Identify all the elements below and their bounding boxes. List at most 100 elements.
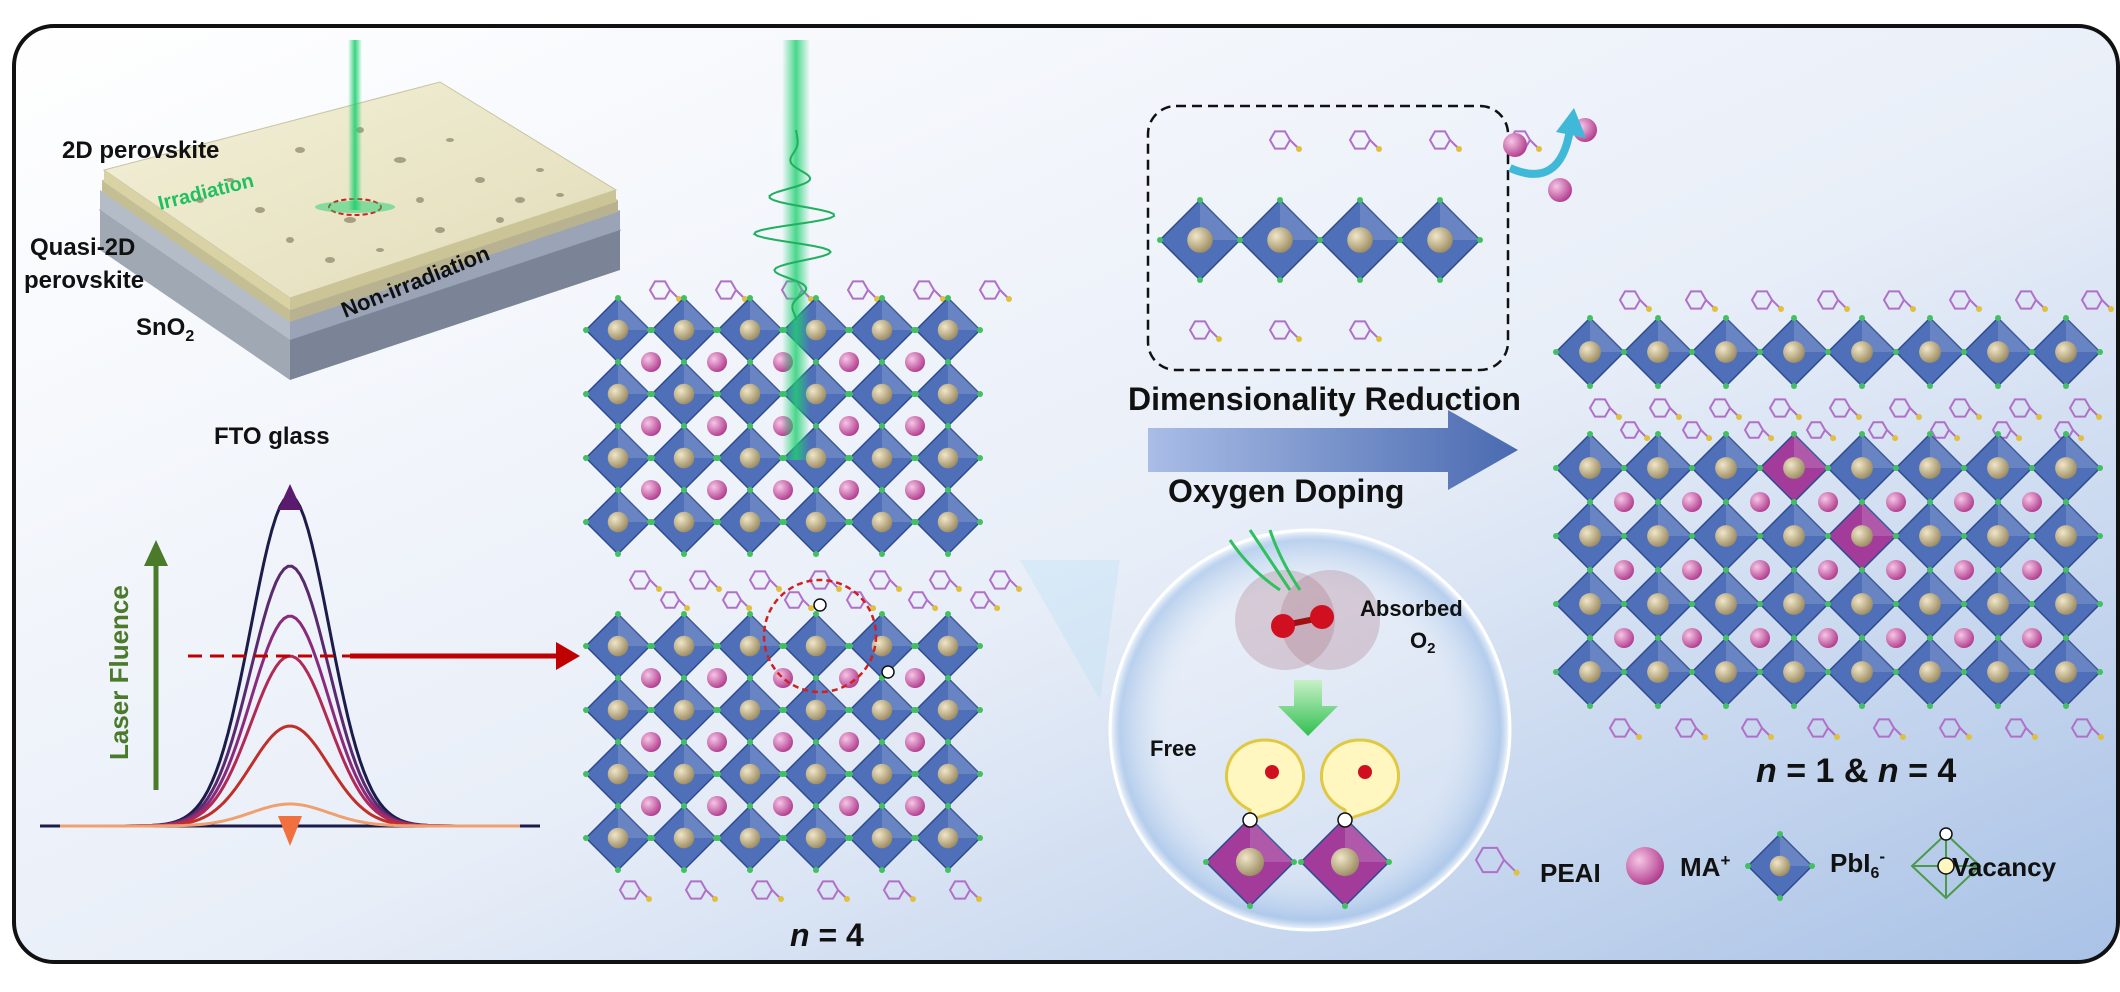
legend-vacancy-label: Vacancy <box>1952 852 2057 882</box>
octahedron <box>1553 315 1627 389</box>
ma-cation <box>707 352 727 372</box>
peai-molecule <box>2068 398 2102 420</box>
octahedron <box>1757 635 1831 709</box>
peai-molecule <box>1474 846 1520 876</box>
peai-molecule <box>1268 130 1302 152</box>
peai-molecule <box>1608 718 1642 740</box>
octahedron <box>1689 315 1763 389</box>
octahedron <box>1689 431 1763 505</box>
peai-molecule <box>1188 320 1222 342</box>
label-quasi-2d-line2: perovskite <box>24 267 144 294</box>
ma-cation <box>1818 628 1838 648</box>
ma-cation <box>1682 628 1702 648</box>
octahedron <box>1825 567 1899 641</box>
octahedron <box>1553 431 1627 505</box>
octahedron <box>913 675 983 745</box>
ma-cation <box>1750 560 1770 580</box>
octahedron <box>913 423 983 493</box>
octahedron <box>847 675 917 745</box>
ma-cation <box>641 668 661 688</box>
octahedron <box>649 611 719 681</box>
peai-molecule <box>2080 290 2114 312</box>
fluence-profile <box>40 484 580 846</box>
lattice-n4 <box>583 280 1022 902</box>
label-free: Free <box>1150 736 1196 761</box>
peai-molecule <box>1938 718 1972 740</box>
ma-cation <box>839 416 859 436</box>
ma-cation <box>1750 492 1770 512</box>
octahedron <box>1745 831 1815 901</box>
octahedron <box>1893 635 1967 709</box>
ma-cation <box>707 416 727 436</box>
octahedron <box>715 611 785 681</box>
label-o2: O2 <box>1410 628 1435 657</box>
ma-cation <box>641 480 661 500</box>
octahedron <box>1237 197 1323 283</box>
octahedron <box>1757 499 1831 573</box>
peai-molecule <box>1867 421 1899 442</box>
peai-molecule <box>2004 718 2038 740</box>
peai-molecule <box>1806 718 1840 740</box>
label-oxygen-doping: Oxygen Doping <box>1168 473 1404 509</box>
peai-molecule <box>1619 421 1651 442</box>
peai-molecule <box>1948 398 1982 420</box>
peai-molecule <box>2070 718 2104 740</box>
ma-cation <box>641 352 661 372</box>
ma-cation <box>2022 492 2042 512</box>
peai-molecule <box>1588 398 1622 420</box>
ma-cation <box>2022 628 2042 648</box>
octahedron <box>1689 635 1763 709</box>
doped-octahedron <box>1203 815 1297 909</box>
peai-molecule <box>928 570 962 592</box>
box-octahedra-chain <box>1157 130 1542 342</box>
ma-cation <box>1682 492 1702 512</box>
ma-cation <box>839 732 859 752</box>
doped-octahedron <box>1298 815 1392 909</box>
peai-molecule <box>1684 290 1718 312</box>
peai-molecule <box>1428 130 1462 152</box>
label-dimensionality-reduction: Dimensionality Reduction <box>1128 381 1521 417</box>
peai-molecule <box>1805 421 1837 442</box>
ma-cation <box>773 668 793 688</box>
legend-ma-icon <box>1626 847 1664 885</box>
octahedron <box>781 611 851 681</box>
octahedron <box>1893 567 1967 641</box>
peai-molecule <box>1348 320 1382 342</box>
label-absorbed: Absorbed <box>1360 596 1463 621</box>
peai-molecule <box>882 880 916 902</box>
octahedron <box>913 739 983 809</box>
octahedron <box>583 803 653 873</box>
peai-molecule <box>948 880 982 902</box>
peai-molecule <box>868 570 902 592</box>
label-quasi-2d-line1: Quasi-2D <box>30 234 135 261</box>
octahedron <box>847 295 917 365</box>
peai-molecule <box>648 280 682 302</box>
peai-molecule <box>1750 290 1784 312</box>
octahedron <box>2029 431 2103 505</box>
peai-molecule <box>748 570 782 592</box>
vacancy-highlight-circle <box>762 578 878 694</box>
octahedron <box>847 359 917 429</box>
peai-molecule <box>1348 130 1382 152</box>
peai-molecule <box>1872 718 1906 740</box>
doped-octahedron <box>1825 499 1899 573</box>
legend: PEAI MA+ PbI6- Vacancy <box>1474 827 2057 901</box>
ma-cation <box>1682 560 1702 580</box>
peai-molecule <box>1674 718 1708 740</box>
octahedron <box>2029 315 2103 389</box>
peai-molecule <box>988 570 1022 592</box>
octahedron <box>1397 197 1483 283</box>
octahedron <box>847 611 917 681</box>
peai-molecule <box>1768 398 1802 420</box>
ma-cation <box>1886 492 1906 512</box>
ma-cation <box>1614 628 1634 648</box>
label-fto-glass: FTO glass <box>214 423 330 450</box>
ma-cation <box>1954 492 1974 512</box>
label-n-left: n = 4 <box>790 917 864 953</box>
ma-cation <box>641 796 661 816</box>
peai-molecule <box>1991 421 2023 442</box>
lattice-n1-n4 <box>1553 290 2114 740</box>
legend-pbi6-icon <box>1745 831 1815 901</box>
legend-peai-label: PEAI <box>1540 858 1601 888</box>
